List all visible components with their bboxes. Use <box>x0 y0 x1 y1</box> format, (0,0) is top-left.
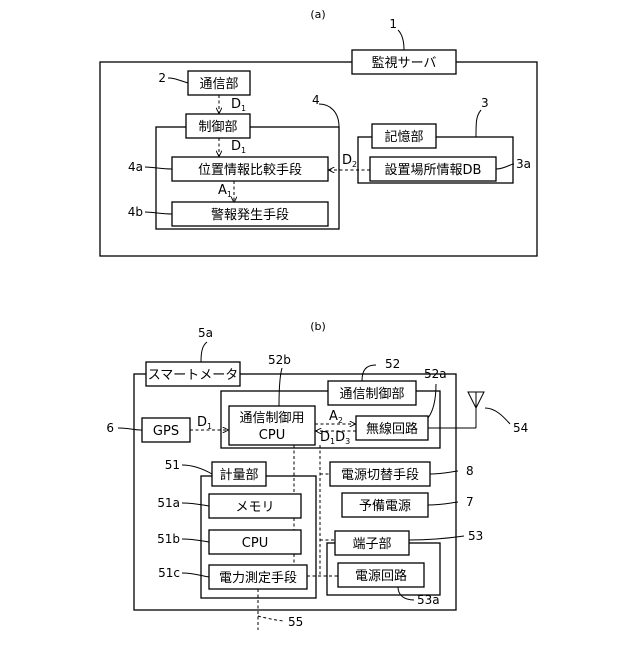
backup-power-label: 予備電源 <box>359 498 411 514</box>
comm-control-label: 通信制御部 <box>339 387 404 402</box>
power-circuit-label: 電源回路 <box>355 568 407 584</box>
ref-55: 55 <box>288 615 303 629</box>
comm-cpu-label-1: 通信制御用 <box>239 411 304 426</box>
ref-3: 3 <box>481 96 489 110</box>
ref-52a: 52a <box>424 367 447 381</box>
measurement-unit-label: 計量部 <box>219 467 258 483</box>
leader-1 <box>398 30 404 50</box>
memory-label: メモリ <box>235 500 274 515</box>
figure-a-caption: (a) <box>310 8 325 21</box>
ref-3a: 3a <box>516 157 531 171</box>
comm-unit-label: 通信部 <box>199 77 238 92</box>
leader-54 <box>485 408 510 424</box>
ref-4a: 4a <box>128 160 143 174</box>
ref-8: 8 <box>466 464 474 478</box>
ref-51: 51 <box>165 458 180 472</box>
terminal-unit-label: 端子部 <box>352 537 391 552</box>
storage-unit-label: 記憶部 <box>384 129 423 145</box>
ref-51b: 51b <box>157 532 180 546</box>
ref-6: 6 <box>106 421 114 435</box>
power-switch-label: 電源切替手段 <box>341 468 419 483</box>
ref-51a: 51a <box>157 496 180 510</box>
gps-label: GPS <box>153 424 179 439</box>
ref-52b: 52b <box>268 353 291 367</box>
alarm-gen-label: 警報発生手段 <box>211 207 289 223</box>
ref-4b: 4b <box>128 205 143 219</box>
cpu-label: CPU <box>242 536 268 551</box>
ref-52: 52 <box>385 357 400 371</box>
ref-4: 4 <box>312 93 320 107</box>
ref-51c: 51c <box>158 566 180 580</box>
ref-5a: 5a <box>198 326 213 340</box>
ref-7: 7 <box>466 495 474 509</box>
ref-53: 53 <box>468 529 483 543</box>
leader-55 <box>258 616 284 621</box>
ref-2: 2 <box>158 71 166 85</box>
comm-cpu-label-2: CPU <box>259 428 285 443</box>
leader-5a <box>201 342 207 362</box>
ref-1: 1 <box>389 17 397 31</box>
ref-54: 54 <box>513 421 528 435</box>
figure-b-caption: (b) <box>310 320 326 333</box>
monitoring-server-label: 監視サーバ <box>372 55 437 71</box>
install-location-db-label: 設置場所情報DB <box>385 162 482 178</box>
smart-meter-label: スマートメータ <box>148 368 239 383</box>
position-compare-label: 位置情報比較手段 <box>198 163 302 178</box>
power-measure-label: 電力測定手段 <box>219 571 297 586</box>
ref-53a: 53a <box>417 593 440 607</box>
control-unit-label: 制御部 <box>198 120 237 135</box>
radio-circuit-label: 無線回路 <box>366 421 418 437</box>
